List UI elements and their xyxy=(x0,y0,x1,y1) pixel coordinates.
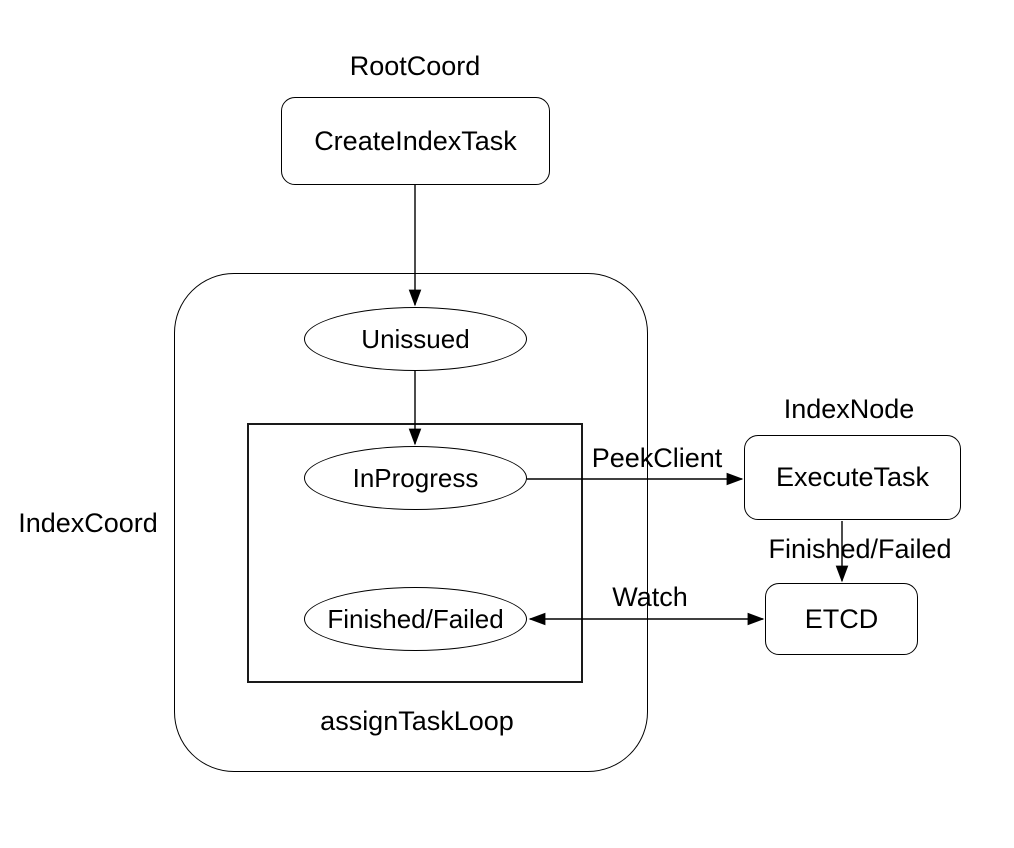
etcd-node: ETCD xyxy=(765,583,918,655)
index-coord-container xyxy=(174,273,648,772)
rootcoord-label: RootCoord xyxy=(349,51,481,81)
peekclient-edge-label: PeekClient xyxy=(591,443,723,473)
execute-task-node: ExecuteTask xyxy=(744,435,961,520)
watch-edge-label: Watch xyxy=(612,582,688,612)
indexcoord-label: IndexCoord xyxy=(18,508,158,538)
finished-failed-state-node: Finished/Failed xyxy=(304,587,527,651)
assign-task-loop-label: assignTaskLoop xyxy=(320,706,514,736)
indexnode-label: IndexNode xyxy=(783,394,915,424)
unissued-state-node: Unissued xyxy=(304,307,527,371)
finished-failed-edge-label: Finished/Failed xyxy=(768,534,952,564)
inprogress-state-node: InProgress xyxy=(304,446,527,510)
create-index-task-node: CreateIndexTask xyxy=(281,97,550,185)
